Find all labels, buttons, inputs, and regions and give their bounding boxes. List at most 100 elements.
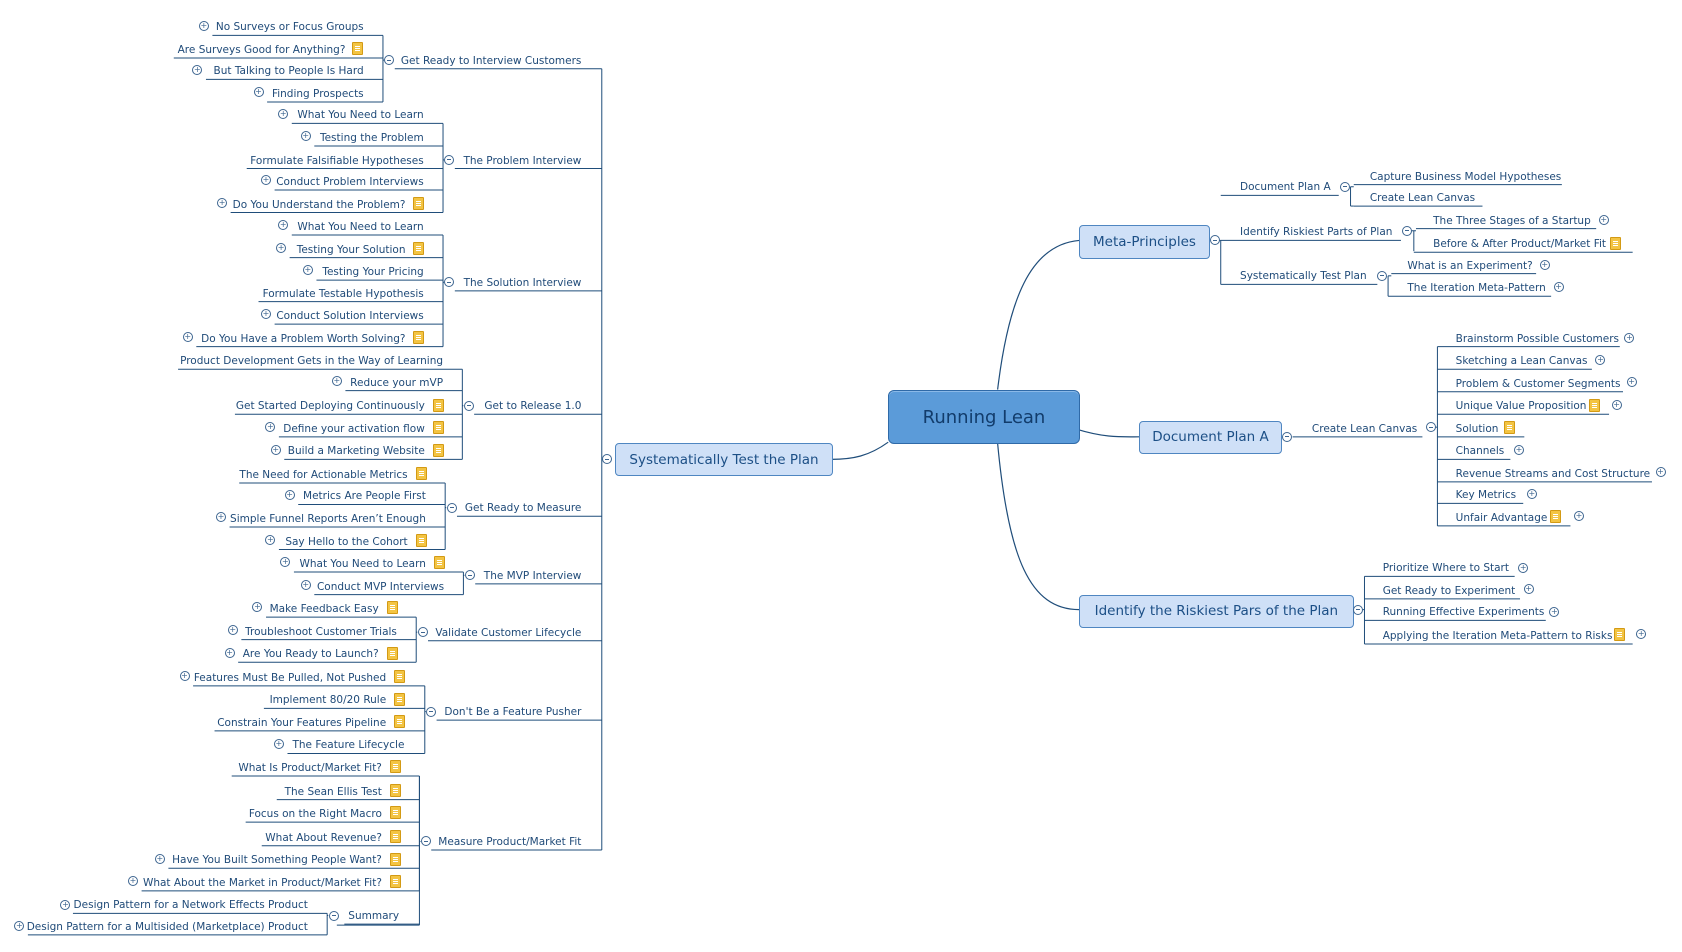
subtopic[interactable]: Sketching a Lean Canvas: [1456, 354, 1588, 368]
group-topic[interactable]: Validate Customer Lifecycle: [435, 626, 581, 640]
subtopic[interactable]: What You Need to Learn: [297, 108, 423, 122]
collapse-icon[interactable]: [464, 570, 475, 581]
subtopic[interactable]: Testing the Problem: [320, 131, 424, 145]
expand-icon[interactable]: +: [270, 444, 281, 455]
subtopic[interactable]: The Three Stages of a Startup: [1433, 214, 1591, 228]
collapse-icon[interactable]: [446, 502, 457, 513]
expand-icon[interactable]: +: [265, 534, 276, 545]
subtopic[interactable]: Revenue Streams and Cost Structure: [1456, 467, 1650, 481]
expand-icon[interactable]: +: [1598, 215, 1609, 226]
subtopic[interactable]: Constrain Your Features Pipeline: [217, 716, 386, 730]
collapse-icon[interactable]: [1340, 181, 1351, 192]
expand-icon[interactable]: +: [284, 489, 295, 500]
subtopic[interactable]: Problem & Customer Segments: [1456, 377, 1621, 391]
collapse-icon[interactable]: [463, 400, 474, 411]
expand-icon[interactable]: +: [261, 309, 272, 320]
subtopic[interactable]: Implement 80/20 Rule: [270, 693, 387, 707]
group-topic[interactable]: Get Ready to Interview Customers: [401, 54, 582, 68]
collapse-icon[interactable]: [1425, 422, 1436, 433]
subtopic[interactable]: The Iteration Meta-Pattern: [1407, 281, 1545, 295]
expand-icon[interactable]: +: [1513, 444, 1524, 455]
subtopic[interactable]: Unique Value Proposition: [1456, 399, 1587, 413]
group-topic[interactable]: Summary: [348, 909, 399, 923]
subtopic[interactable]: Create Lean Canvas: [1312, 422, 1417, 436]
subtopic[interactable]: Are You Ready to Launch?: [243, 647, 379, 661]
subtopic[interactable]: Get Ready to Experiment: [1383, 584, 1516, 598]
subtopic[interactable]: Identify Riskiest Parts of Plan: [1240, 225, 1392, 239]
expand-icon[interactable]: +: [1636, 629, 1647, 640]
subtopic[interactable]: Testing Your Solution: [297, 243, 406, 257]
subtopic[interactable]: Conduct Problem Interviews: [276, 175, 424, 189]
expand-icon[interactable]: +: [1549, 606, 1560, 617]
subtopic[interactable]: Troubleshoot Customer Trials: [245, 625, 397, 639]
subtopic[interactable]: Have You Built Something People Want?: [172, 853, 382, 867]
expand-icon[interactable]: +: [1595, 354, 1606, 365]
collapse-icon[interactable]: [1402, 225, 1413, 236]
subtopic[interactable]: Metrics Are People First: [303, 489, 426, 503]
subtopic[interactable]: Focus on the Right Macro: [249, 807, 382, 821]
group-topic[interactable]: Measure Product/Market Fit: [438, 835, 581, 849]
subtopic[interactable]: No Surveys or Focus Groups: [216, 20, 364, 34]
subtopic[interactable]: Simple Funnel Reports Aren’t Enough: [230, 512, 426, 526]
expand-icon[interactable]: +: [192, 64, 203, 75]
expand-icon[interactable]: +: [1655, 467, 1666, 478]
expand-icon[interactable]: +: [215, 512, 226, 523]
subtopic[interactable]: Key Metrics: [1456, 488, 1517, 502]
main-topic-identify-riskiest[interactable]: Identify the Riskiest Pars of the Plan: [1079, 594, 1354, 628]
expand-icon[interactable]: +: [1626, 377, 1637, 388]
collapse-icon[interactable]: [1376, 270, 1387, 281]
subtopic[interactable]: Say Hello to the Cohort: [285, 535, 407, 549]
expand-icon[interactable]: +: [252, 602, 263, 613]
expand-icon[interactable]: +: [261, 175, 272, 186]
subtopic[interactable]: Testing Your Pricing: [322, 265, 423, 279]
collapse-icon[interactable]: [1353, 604, 1364, 615]
subtopic[interactable]: Do You Understand the Problem?: [233, 198, 406, 212]
subtopic[interactable]: Document Plan A: [1240, 180, 1331, 194]
subtopic[interactable]: Finding Prospects: [272, 87, 364, 101]
expand-icon[interactable]: +: [1539, 260, 1550, 271]
subtopic[interactable]: Unfair Advantage: [1456, 511, 1548, 525]
expand-icon[interactable]: +: [278, 108, 289, 119]
expand-icon[interactable]: +: [60, 899, 71, 910]
expand-icon[interactable]: +: [1574, 511, 1585, 522]
subtopic[interactable]: Design Pattern for a Multisided (Marketp…: [27, 920, 308, 934]
expand-icon[interactable]: +: [1624, 333, 1635, 344]
expand-icon[interactable]: +: [331, 376, 342, 386]
expand-icon[interactable]: +: [14, 921, 25, 932]
collapse-icon[interactable]: [1282, 431, 1293, 442]
subtopic[interactable]: The Feature Lifecycle: [292, 738, 404, 752]
subtopic[interactable]: What You Need to Learn: [297, 220, 423, 234]
subtopic[interactable]: Prioritize Where to Start: [1383, 561, 1509, 575]
expand-icon[interactable]: +: [280, 557, 291, 568]
subtopic[interactable]: Brainstorm Possible Customers: [1456, 332, 1619, 346]
expand-icon[interactable]: +: [179, 671, 190, 682]
expand-icon[interactable]: +: [217, 197, 228, 208]
expand-icon[interactable]: +: [302, 265, 313, 276]
collapse-icon[interactable]: [1210, 235, 1221, 246]
expand-icon[interactable]: +: [1518, 562, 1529, 573]
group-topic[interactable]: Get Ready to Measure: [465, 501, 582, 515]
subtopic[interactable]: Get Started Deploying Continuously: [236, 399, 425, 413]
collapse-icon[interactable]: [328, 910, 339, 921]
expand-icon[interactable]: +: [273, 738, 284, 749]
collapse-icon[interactable]: [426, 706, 437, 717]
subtopic[interactable]: Design Pattern for a Network Effects Pro…: [74, 898, 308, 912]
subtopic[interactable]: Are Surveys Good for Anything?: [178, 43, 346, 57]
collapse-icon[interactable]: [602, 454, 613, 465]
subtopic[interactable]: Formulate Testable Hypothesis: [263, 287, 424, 301]
expand-icon[interactable]: +: [265, 422, 276, 433]
subtopic[interactable]: Create Lean Canvas: [1370, 191, 1475, 205]
collapse-icon[interactable]: [384, 55, 395, 66]
subtopic[interactable]: Capture Business Model Hypotheses: [1370, 170, 1561, 184]
subtopic[interactable]: Features Must Be Pulled, Not Pushed: [194, 671, 386, 685]
subtopic[interactable]: Conduct MVP Interviews: [317, 580, 444, 594]
subtopic[interactable]: Reduce your mVP: [350, 376, 443, 390]
expand-icon[interactable]: +: [128, 876, 138, 887]
expand-icon[interactable]: +: [154, 853, 165, 864]
collapse-icon[interactable]: [444, 154, 455, 165]
subtopic[interactable]: Systematically Test Plan: [1240, 269, 1367, 283]
group-topic[interactable]: Don't Be a Feature Pusher: [444, 705, 581, 719]
subtopic[interactable]: Applying the Iteration Meta-Pattern to R…: [1383, 629, 1613, 643]
subtopic[interactable]: Running Effective Experiments: [1383, 605, 1545, 619]
expand-icon[interactable]: +: [300, 579, 311, 590]
